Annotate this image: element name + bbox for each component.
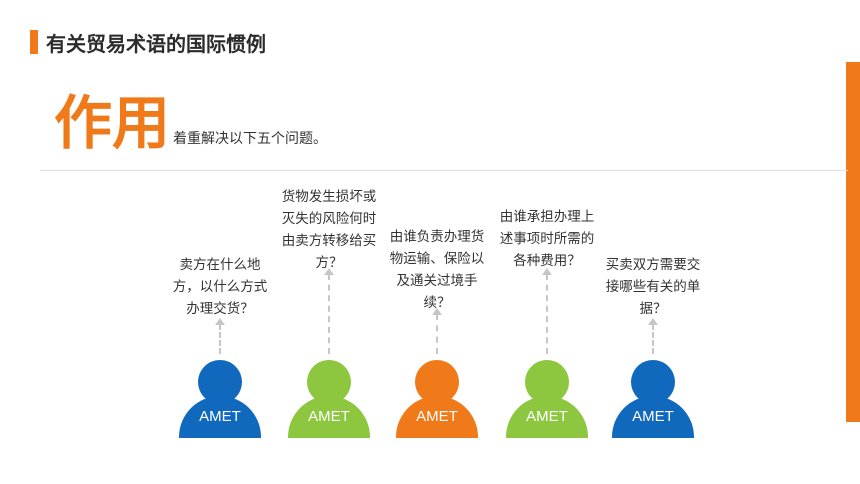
arrow-up-icon (648, 318, 658, 354)
arrow-up-icon (542, 268, 552, 354)
section-heading: 作用 (54, 89, 171, 157)
page-title: 有关贸易术语的国际惯例 (46, 32, 266, 56)
person-body-icon: AMET (506, 396, 588, 438)
person-body-icon: AMET (179, 396, 261, 438)
person-card-3: 由谁负责办理货物运输、保险以及通关过境手续？ AMET (367, 172, 507, 442)
question-text: 由谁负责办理货物运输、保险以及通关过境手续？ (389, 229, 485, 311)
arrow-up-icon (324, 268, 334, 354)
title-accent-bar (30, 30, 38, 54)
person-card-2: 货物发生损坏或灭失的风险何时由卖方转移给买方？ AMET (259, 172, 399, 442)
arrow-up-icon (215, 318, 225, 354)
person-label: AMET (416, 408, 458, 425)
question-text: 卖方在什么地方，以什么方式办理交货？ (172, 257, 268, 317)
person-body-icon: AMET (288, 396, 370, 438)
person-label: AMET (526, 408, 568, 425)
person-card-1: 卖方在什么地方，以什么方式办理交货？ AMET (150, 172, 290, 442)
question-text: 由谁承担办理上述事项时所需的各种费用？ (499, 209, 595, 269)
person-label: AMET (199, 408, 241, 425)
divider (40, 170, 848, 171)
arrow-up-icon (432, 308, 442, 354)
question-text: 买卖双方需要交接哪些有关的单据？ (605, 257, 701, 317)
person-label: AMET (308, 408, 350, 425)
question-text: 货物发生损坏或灭失的风险何时由卖方转移给买方？ (281, 189, 377, 271)
person-body-icon: AMET (396, 396, 478, 438)
right-accent-bar (846, 62, 860, 422)
person-body-icon: AMET (612, 396, 694, 438)
section-subtitle: 着重解决以下五个问题。 (173, 131, 327, 147)
person-label: AMET (632, 408, 674, 425)
person-card-4: 由谁承担办理上述事项时所需的各种费用？ AMET (477, 172, 617, 442)
person-card-5: 买卖双方需要交接哪些有关的单据？ AMET (583, 172, 723, 442)
